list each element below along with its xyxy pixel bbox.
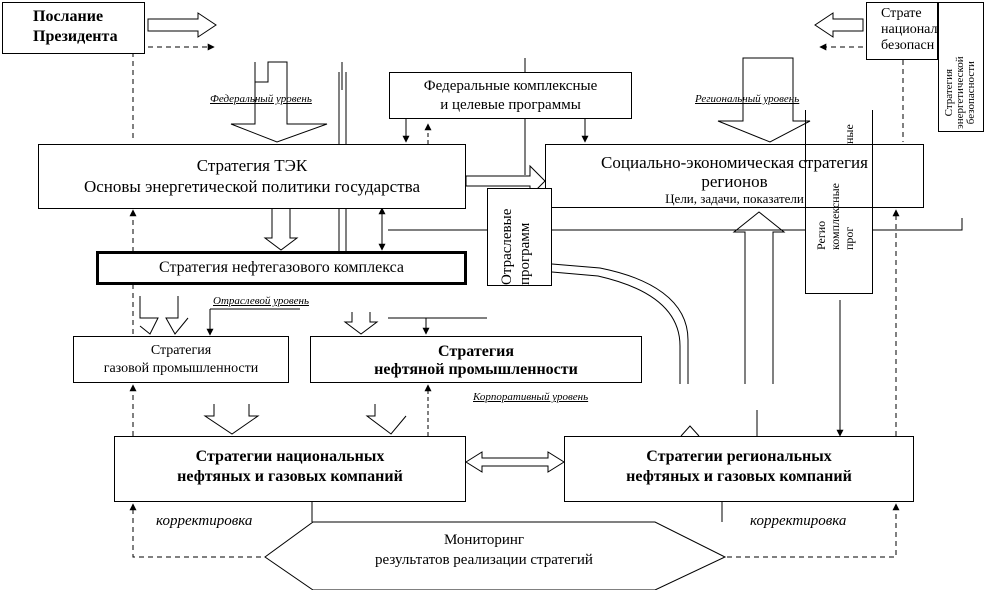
- level-federal-label: Федеральный уровень: [210, 93, 312, 105]
- box-line: газовой промышленности: [103, 361, 259, 376]
- box-line: нефтяных и газовых компаний: [177, 468, 403, 485]
- national-companies-box: Стратегии национальных нефтяных и газовы…: [114, 436, 466, 502]
- box-line: прог: [842, 226, 856, 250]
- oil-industry-box: Стратегия нефтяной промышленности: [310, 336, 642, 383]
- box-line: Стратегия нефтегазового комплекса: [159, 259, 404, 276]
- monitoring-label: Мониторинг результатов реализации страте…: [313, 530, 655, 570]
- box-line: Президента: [33, 28, 118, 45]
- box-line: Стратегия: [438, 343, 514, 360]
- social-economic-strategy-box: Социально-экономическая стратегия регион…: [545, 144, 924, 208]
- hollow-arrow-tek-down: [263, 207, 299, 251]
- regional-programs-box: Регио комплексные прог ные: [805, 110, 873, 294]
- level-sector-label: Отраслевой уровень: [213, 295, 309, 307]
- box-line: программ: [517, 222, 533, 285]
- box-line: результатов реализации стратегий: [375, 552, 593, 568]
- hollow-arrow-oil-down: [343, 312, 379, 335]
- hollow-arrow-president-right: [147, 12, 217, 38]
- box-line: регионов: [701, 172, 768, 191]
- box-line: Стратегии национальных: [195, 448, 385, 465]
- energy-security-vertical-box: Стратегия энергетической безопасности: [938, 2, 984, 132]
- correction-right-label: корректировка: [750, 513, 847, 529]
- box-line: Стратегии региональных: [646, 448, 832, 465]
- box-line: нефтяных и газовых компаний: [626, 468, 852, 485]
- box-fragment: ные: [842, 124, 856, 144]
- hollow-arrow-up-to-regions: [732, 211, 786, 384]
- box-line: безопасности: [965, 61, 977, 125]
- box-line: Основы энергетической политики государст…: [83, 177, 420, 196]
- tek-strategy-box: Стратегия ТЭК Основы энергетической поли…: [38, 144, 466, 209]
- box-line: комплексные: [828, 183, 842, 250]
- box-line: Страте: [881, 6, 922, 21]
- box-line: Стратегия ТЭК: [196, 156, 308, 175]
- hollow-arrow-companies-both: [465, 451, 565, 473]
- box-line: Отраслевые: [499, 208, 515, 285]
- correction-left-label: корректировка: [156, 513, 253, 529]
- box-line: Федеральные комплексные: [423, 78, 598, 94]
- box-line: безопасн: [881, 38, 935, 53]
- oil-gas-complex-box: Стратегия нефтегазового комплекса: [96, 251, 467, 285]
- energy-security-box: Страте национал безопасн: [866, 2, 938, 60]
- box-line: Социально-экономическая стратегия: [601, 153, 868, 172]
- regional-companies-box: Стратегии региональных нефтяных и газовы…: [564, 436, 914, 502]
- box-line: Регио: [814, 220, 828, 250]
- box-line: нефтяной промышленности: [374, 361, 578, 378]
- hollow-arrow-gas-to-companies: [203, 404, 260, 435]
- hollow-arrow-regional-down: [717, 57, 811, 143]
- hollow-arrow-federal-down: [230, 61, 328, 143]
- box-line: Стратегия: [150, 343, 212, 358]
- box-line: национал: [881, 22, 938, 37]
- box-line: Мониторинг: [443, 532, 525, 548]
- president-message-box: Послание Президента: [2, 2, 145, 54]
- federal-programs-box: Федеральные комплексные и целевые програ…: [389, 72, 632, 119]
- gas-industry-box: Стратегия газовой промышленности: [73, 336, 289, 383]
- box-line: и целевые программы: [440, 97, 581, 113]
- monitoring-hexagon: [264, 521, 727, 590]
- box-subtitle: Цели, задачи, показатели: [665, 191, 804, 206]
- box-line: Послание: [33, 8, 104, 25]
- level-corporate-label: Корпоративный уровень: [473, 391, 589, 403]
- hollow-arrow-security-left: [814, 12, 864, 38]
- sector-programs-box: Отраслевые программ: [487, 188, 552, 286]
- level-regional-label: Региональный уровень: [695, 93, 800, 105]
